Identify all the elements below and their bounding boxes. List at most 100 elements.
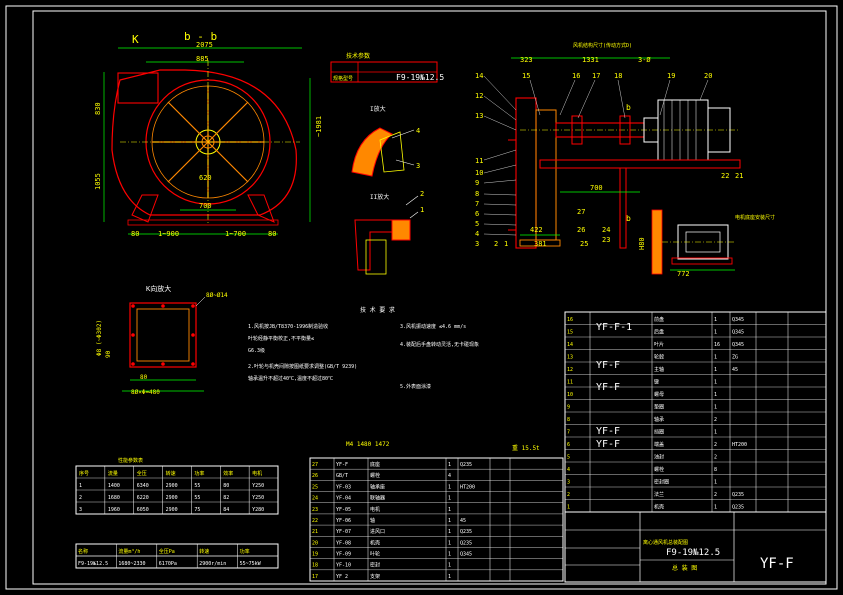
mid-cell: 24 (312, 496, 318, 502)
summary-cell: 2900r/min (199, 561, 226, 567)
right-cell: 1 (714, 392, 717, 398)
right-cell: 14 (567, 342, 573, 348)
balloon-15: 15 (522, 72, 530, 80)
right-cell: 端盖 (654, 441, 664, 448)
mid-cell: 1 (448, 563, 451, 569)
mid-cell: 18 (312, 563, 318, 569)
dim-base-left: 1~900 (158, 230, 179, 238)
right-cell: 1 (714, 380, 717, 386)
right-cell: 8 (714, 467, 717, 473)
detail-view-i: I放大 4 3 (351, 105, 420, 177)
dim-base-right: 1~700 (225, 230, 246, 238)
balloon-27: 27 (577, 208, 585, 216)
mid-cell: HT200 (460, 484, 475, 490)
mid-cell: YF-08 (336, 540, 351, 546)
mid-cell: 21 (312, 529, 318, 535)
right-cell: 2 (714, 442, 717, 448)
perf-cell: 6340 (137, 483, 149, 489)
inner-frame (32, 10, 827, 585)
detail-view-ii: II放大 2 1 (354, 190, 424, 275)
perf-header: 转速 (166, 470, 176, 477)
right-cell: 螺栓 (654, 466, 664, 473)
perf-cell: 80 (223, 483, 229, 489)
right-cell: 2 (567, 492, 570, 498)
technical-notes: 技 术 要 求 1.风机按JB/T8370-1996制造验收 叶轮经静平衡校正,… (248, 306, 479, 390)
mid-list-weight: 重 15.5t (512, 444, 540, 452)
perf-cell: 3 (79, 507, 82, 513)
right-cell: 叶片 (654, 341, 664, 348)
summary-cell: 6170Pa (159, 561, 177, 567)
dim-top-offset: 885 (196, 55, 209, 63)
mid-cell: YF-F (336, 462, 348, 468)
dim-left-height: 830 (94, 102, 102, 115)
right-cell: Q345 (732, 317, 744, 323)
mid-cell: 26 (312, 473, 318, 479)
mid-cell: 密封 (370, 562, 380, 569)
mid-cell: 27 (312, 462, 318, 468)
balloon-9: 9 (475, 179, 479, 187)
mid-cell: 电机 (370, 506, 380, 513)
perf-cell: 55 (194, 483, 200, 489)
perf-table-title: 性能参数表 (118, 457, 143, 464)
top-spec-table: 技术参数 规格型号 F9-19№12.5 (330, 52, 444, 83)
detail-i-callout-3: 3 (416, 162, 420, 170)
right-cell: 轮毂 (654, 354, 664, 361)
right-cell: 键 (654, 379, 659, 386)
mid-cell: 1 (448, 462, 451, 468)
summary-header: 流量m³/h (118, 548, 140, 555)
mid-cell: GB/T (336, 473, 348, 479)
right-cell: Q235 (732, 505, 744, 511)
balloon-6: 6 (475, 210, 479, 218)
mid-cell: YF-09 (336, 552, 351, 558)
side-view: 风机结构尺寸(传动方式D) 323 1331 3-Ø 422 700 381 2… (475, 42, 743, 249)
mid-cell: 23 (312, 507, 318, 513)
right-cell: 轴承 (654, 416, 664, 423)
note-line-3: G6.3级 (248, 347, 265, 354)
mid-cell: 1 (448, 540, 451, 546)
summary-header: 转速 (199, 548, 209, 555)
detail-ii-callout-2: 2 (420, 190, 424, 198)
mid-cell: 1 (448, 507, 451, 513)
perf-cell: 1400 (108, 483, 120, 489)
right-cell: 10 (567, 392, 573, 398)
dim-inner-width: 620 (199, 174, 212, 182)
right-cell: Q235 (732, 492, 744, 498)
k-dim-phi: Φ8 (~Φ302) (96, 320, 103, 356)
balloon-20: 20 (704, 72, 712, 80)
top-spec-row-label: 规格型号 (333, 75, 353, 82)
perf-cell: 75 (194, 507, 200, 513)
perf-cell: Y280 (252, 507, 264, 513)
dim-base-small-right: 80 (268, 230, 276, 238)
aux-dim-h80: H80 (638, 237, 646, 250)
k-dim-80: 80 (140, 374, 148, 381)
mid-cell: 17 (312, 574, 318, 580)
mid-cell: 45 (460, 518, 466, 524)
mid-cell: YF-05 (336, 507, 351, 513)
right-cell: 11 (567, 380, 573, 386)
dim-overall-width: 2075 (196, 41, 213, 49)
perf-cell: 2900 (166, 483, 178, 489)
mid-cell: Q235 (460, 462, 472, 468)
balloon-17: 17 (592, 72, 600, 80)
mid-cell: YF-10 (336, 563, 351, 569)
mid-cell: 进风口 (370, 528, 385, 535)
balloon-18: 18 (614, 72, 622, 80)
mid-cell: YF 2 (336, 574, 348, 580)
right-cell: 13 (567, 355, 573, 361)
perf-header: 全压 (137, 470, 147, 477)
balloon-16: 16 (572, 72, 580, 80)
balloon-10: 10 (475, 169, 483, 177)
mid-cell: 1 (448, 552, 451, 558)
right-cell: 6 (567, 442, 570, 448)
side-dim-700: 700 (590, 184, 603, 192)
balloon-11: 11 (475, 157, 483, 165)
perf-cell: Y250 (252, 483, 264, 489)
title-drawing-code: YF-F (760, 556, 794, 572)
mid-cell: Q345 (460, 552, 472, 558)
right-cell: 油封 (654, 454, 664, 461)
balloon-5: 5 (475, 220, 479, 228)
balloon-7: 7 (475, 200, 479, 208)
k-view-title: K向放大 (146, 284, 171, 293)
